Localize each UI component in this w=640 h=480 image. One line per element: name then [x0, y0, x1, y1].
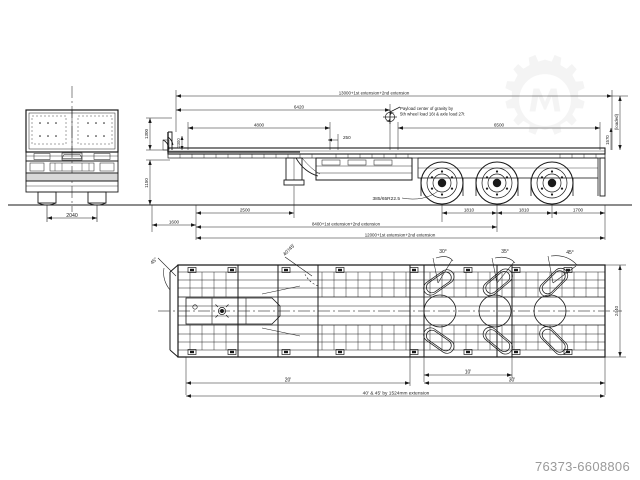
dimension-label-loaded: (loaded) — [614, 113, 619, 130]
dimension-10ft — [423, 357, 513, 382]
plan-internal-leaders — [261, 285, 301, 337]
dimension-2300-vertical — [180, 136, 184, 150]
dimension-2440-vertical — [605, 264, 626, 358]
dimension-label-1570: 1570 — [605, 135, 610, 145]
dimension-label-2040: 2040 — [66, 213, 78, 219]
angle-callout-45-left: 45° — [149, 256, 159, 266]
dimension-label-8400: 8400+1st extension+2nd extension — [312, 222, 381, 227]
plan-chassis-outline — [169, 264, 606, 358]
dimension-250 — [328, 134, 339, 150]
dimension-loaded-vertical — [612, 95, 628, 150]
dimension-label-2300: 2300 — [176, 138, 181, 148]
dimension-4800 — [187, 122, 331, 150]
dimension-1150-vertical — [146, 159, 170, 205]
front-body-fasteners — [39, 122, 105, 137]
dimension-front-2040 — [46, 205, 98, 222]
dimension-2500 — [195, 186, 295, 232]
dimension-label-13000: 13000+1st extension+2nd extension — [339, 91, 410, 96]
plan-angle-leaders — [432, 255, 578, 284]
dimension-20ft — [185, 357, 411, 395]
dimension-label-6500: 6500 — [494, 122, 505, 127]
center-of-gravity-symbol — [383, 106, 401, 124]
dimension-1300-vertical — [146, 117, 172, 151]
dimension-4045-extension — [186, 394, 605, 398]
front-body-outline — [25, 109, 119, 153]
dimension-label-4800: 4800 — [254, 122, 265, 127]
dimension-label-1810-a: 1810 — [464, 208, 475, 213]
dimension-axle-spacing — [441, 205, 606, 232]
dimension-1600 — [151, 205, 196, 232]
dimension-label-250: 250 — [343, 135, 351, 140]
dimension-label-1700: 1700 — [573, 208, 584, 213]
dimension-label-6420: 6420 — [294, 104, 305, 109]
dimension-30ft — [424, 357, 606, 395]
plan-crossmembers — [189, 272, 599, 350]
plan-kingpin — [215, 304, 229, 318]
plan-folding-lock-arms — [423, 267, 569, 356]
tire-spec-label: 385/65R22.5 — [373, 196, 401, 202]
drawing-id-label: 76373-6608806 — [535, 459, 630, 474]
angle-callout-35: 35° — [501, 249, 509, 255]
side-elevation-view: 13000+1st extension+2nd extension 6420 4… — [144, 90, 632, 240]
dimension-1570-vertical — [609, 128, 613, 150]
plan-callout-4045-leader — [284, 256, 319, 287]
cog-note-line-2: 5th wheel load 16t & axle load 27t — [400, 112, 465, 117]
dimension-label-10ft: 10' — [465, 370, 472, 376]
cog-note-line-1: Payload center of gravity by — [400, 106, 454, 111]
side-bogie-frame — [315, 157, 599, 181]
angle-callout-45-right: 45° — [566, 250, 574, 256]
dimension-8400 — [196, 218, 498, 232]
callout-40-45: 40'/45' — [282, 243, 296, 257]
dimension-label-1150: 1150 — [144, 178, 149, 188]
dimension-label-1300: 1300 — [144, 128, 149, 139]
side-wheel-group — [420, 161, 599, 205]
dimension-13000 — [175, 90, 613, 150]
tire-spec-leader — [401, 190, 439, 200]
plan-wheel-outlines — [423, 294, 567, 328]
dimension-label-12000: 12000+1st extension+2nd extension — [365, 233, 436, 238]
plan-gooseneck-plate — [185, 297, 281, 325]
plan-callout-45-left-leader — [157, 257, 177, 291]
dimension-6500 — [397, 122, 601, 150]
dimension-6420 — [176, 104, 391, 150]
side-deck-outline — [167, 132, 606, 159]
dimension-label-30ft: 30' — [509, 378, 516, 384]
dimension-label-2500: 2500 — [240, 208, 251, 213]
dimension-label-20ft: 20' — [285, 378, 292, 384]
side-landing-gear — [283, 157, 321, 186]
dimension-label-4045-extension: 40' & 45' by 1524mm extension — [363, 391, 430, 397]
side-gooseneck — [162, 131, 174, 151]
plan-main-beam — [178, 305, 605, 317]
dimension-label-1810-b: 1810 — [519, 208, 530, 213]
dimension-12000 — [195, 232, 606, 240]
side-rear-bumper — [599, 157, 606, 197]
dimension-label-1600: 1600 — [169, 220, 180, 225]
front-elevation-view: 2040 — [8, 86, 250, 222]
dimension-label-2440: 2440 — [614, 305, 619, 316]
plan-top-view: 30° 35° 45° 45° 40'/45' 2440 — [149, 243, 626, 398]
side-crossmembers — [179, 154, 597, 158]
angle-callout-30: 30° — [439, 249, 447, 255]
